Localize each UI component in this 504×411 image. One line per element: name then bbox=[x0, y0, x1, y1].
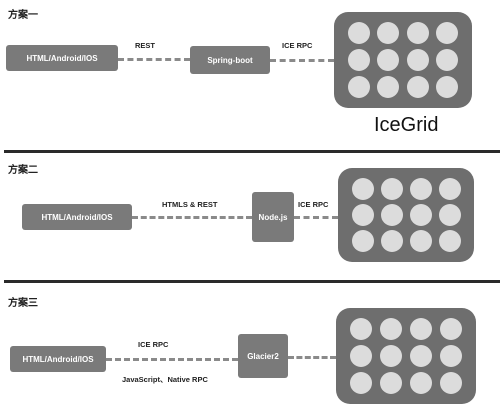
grid-node bbox=[380, 230, 403, 252]
grid-node bbox=[350, 318, 372, 341]
grid-node bbox=[351, 204, 374, 226]
scheme-2-icerpc-link bbox=[294, 216, 338, 219]
scheme-2-https-rest-link bbox=[132, 216, 252, 219]
grid-node bbox=[409, 230, 432, 252]
grid-node bbox=[347, 75, 370, 98]
scheme-1-rest-link bbox=[118, 58, 190, 61]
grid-node bbox=[410, 318, 432, 341]
grid-node bbox=[409, 204, 432, 226]
scheme-1-rest-label: REST bbox=[135, 41, 156, 50]
grid-node bbox=[410, 371, 432, 394]
scheme-1-icegrid bbox=[334, 12, 472, 108]
grid-node bbox=[350, 371, 372, 394]
grid-node bbox=[380, 318, 402, 341]
scheme-1-springboot-node: Spring-boot bbox=[190, 46, 270, 74]
grid-node bbox=[440, 318, 462, 341]
scheme-1-client-node: HTML/Android/IOS bbox=[6, 45, 118, 71]
grid-node bbox=[380, 371, 402, 394]
grid-node bbox=[347, 22, 370, 45]
grid-node bbox=[351, 178, 374, 200]
grid-node bbox=[410, 344, 432, 367]
grid-node bbox=[377, 75, 400, 98]
scheme-2-client-label: HTML/Android/IOS bbox=[41, 212, 113, 222]
grid-node bbox=[380, 204, 403, 226]
grid-node bbox=[406, 75, 429, 98]
grid-node bbox=[440, 371, 462, 394]
grid-node bbox=[409, 178, 432, 200]
scheme-3-icerpc-label: ICE RPC bbox=[138, 340, 169, 349]
scheme-1-springboot-label: Spring-boot bbox=[207, 55, 253, 65]
scheme-3-icegrid bbox=[336, 308, 476, 404]
scheme-1: 方案一 HTML/Android/IOS REST Spring-boot IC… bbox=[0, 0, 504, 150]
grid-node bbox=[377, 48, 400, 71]
scheme-2-https-rest-label: HTMLS & REST bbox=[162, 200, 218, 209]
grid-node bbox=[440, 344, 462, 367]
scheme-3-glacier2-label: Glacier2 bbox=[247, 351, 279, 361]
grid-node bbox=[377, 22, 400, 45]
scheme-2: 方案二 HTML/Android/IOS HTMLS & REST Node.j… bbox=[0, 154, 504, 280]
grid-node bbox=[436, 22, 459, 45]
grid-node bbox=[438, 230, 461, 252]
scheme-1-icerpc-link bbox=[270, 59, 334, 62]
scheme-2-nodejs-label: Node.js bbox=[258, 212, 288, 222]
scheme-3: 方案三 HTML/Android/IOS ICE RPC JavaScript、… bbox=[0, 284, 504, 411]
scheme-2-title: 方案二 bbox=[8, 165, 38, 176]
grid-node bbox=[406, 48, 429, 71]
grid-node bbox=[438, 204, 461, 226]
scheme-3-client-node: HTML/Android/IOS bbox=[10, 346, 106, 372]
scheme-1-title: 方案一 bbox=[8, 10, 38, 21]
grid-node bbox=[351, 230, 374, 252]
divider-1 bbox=[4, 150, 500, 153]
scheme-3-glacier2-node: Glacier2 bbox=[238, 334, 288, 378]
scheme-1-client-label: HTML/Android/IOS bbox=[26, 53, 98, 63]
scheme-3-js-native-label: JavaScript、Native RPC bbox=[122, 375, 208, 384]
grid-node bbox=[347, 48, 370, 71]
divider-2 bbox=[4, 280, 500, 283]
scheme-3-grid-link bbox=[288, 356, 336, 359]
grid-node bbox=[380, 178, 403, 200]
scheme-2-icerpc-label: ICE RPC bbox=[298, 200, 329, 209]
grid-node bbox=[438, 178, 461, 200]
grid-node bbox=[350, 344, 372, 367]
scheme-2-nodejs-node: Node.js bbox=[252, 192, 294, 242]
scheme-3-client-label: HTML/Android/IOS bbox=[22, 354, 94, 364]
grid-node bbox=[380, 344, 402, 367]
scheme-1-icerpc-label: ICE RPC bbox=[282, 41, 313, 50]
grid-node bbox=[436, 75, 459, 98]
grid-node bbox=[406, 22, 429, 45]
scheme-3-title: 方案三 bbox=[8, 298, 38, 309]
scheme-3-icerpc-link bbox=[106, 358, 238, 361]
grid-node bbox=[436, 48, 459, 71]
icegrid-label: IceGrid bbox=[374, 114, 439, 136]
scheme-2-icegrid bbox=[338, 168, 474, 262]
scheme-2-client-node: HTML/Android/IOS bbox=[22, 204, 132, 230]
